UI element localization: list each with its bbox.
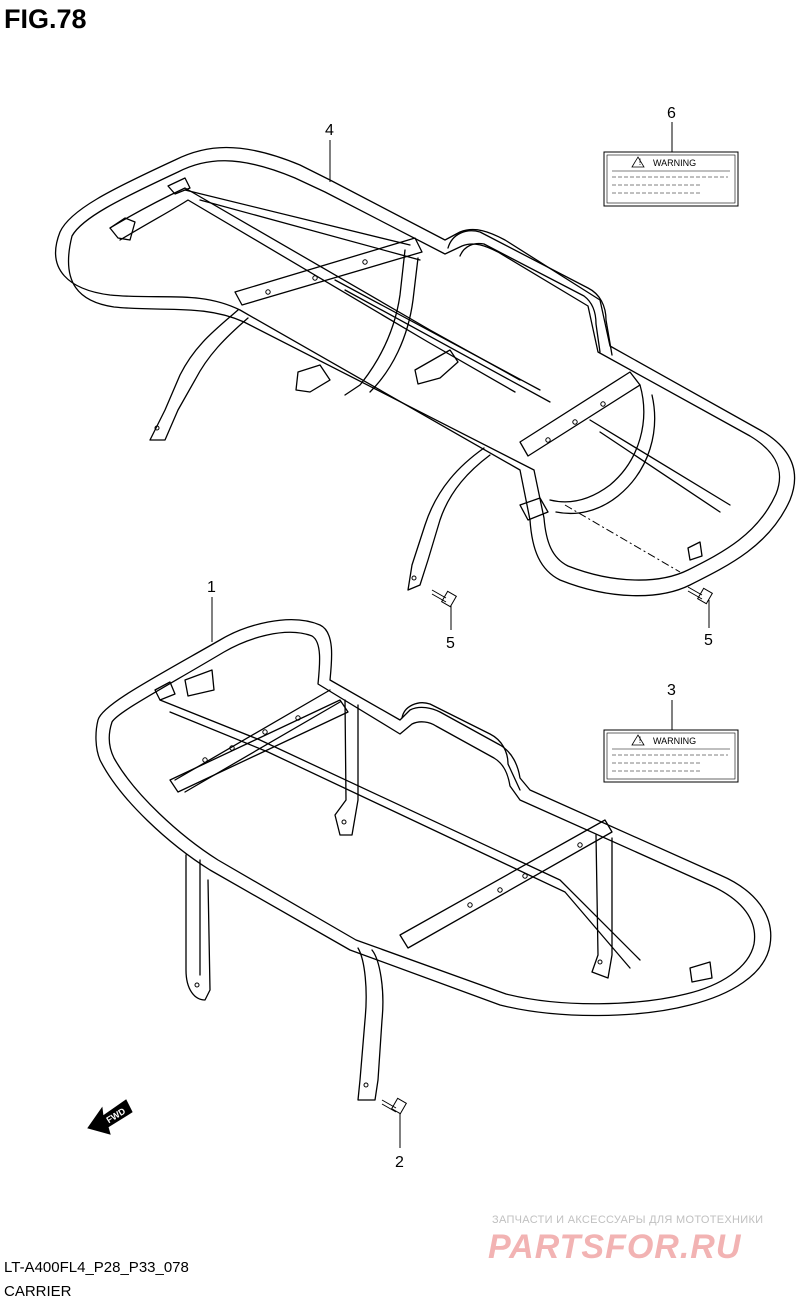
figure-title: FIG.78 [4,4,87,34]
front-carrier-drawing [95,619,772,1101]
callout-part-4: 4 [325,122,334,139]
callout-part-6: 6 [667,105,676,122]
callout-part-1: 1 [207,579,216,596]
bolt-2-drawing [381,1097,408,1115]
fwd-arrow-icon: FWD [87,1099,133,1135]
rear-carrier-drawing [54,146,796,597]
callout-part-5-right: 5 [704,632,713,649]
bolt-5-left-drawing [431,589,458,608]
watermark-caption: ЗАПЧАСТИ И АКСЕССУАРЫ ДЛЯ МОТОТЕХНИКИ [492,1214,764,1226]
callout-part-3: 3 [667,682,676,699]
svg-text:!: ! [639,157,642,167]
warning-triangle-icon [631,734,645,746]
warning-label-top-text: WARNING [653,158,696,168]
svg-text:!: ! [639,735,642,745]
diagram-name: CARRIER [4,1283,72,1300]
watermark-logo: PARTSFOR.RU [488,1228,742,1266]
warning-label-bottom-text: WARNING [653,736,696,746]
callout-leaders [211,122,710,1148]
warning-triangle-icon [631,156,645,168]
bolt-5-right-drawing [687,586,714,605]
callout-part-5-left: 5 [446,635,455,652]
warning-label-bottom: ! WARNING [603,729,739,783]
diagram-code: LT-A400FL4_P28_P33_078 [4,1259,189,1276]
warning-label-top: ! WARNING [603,151,739,207]
callout-part-2: 2 [395,1154,404,1171]
